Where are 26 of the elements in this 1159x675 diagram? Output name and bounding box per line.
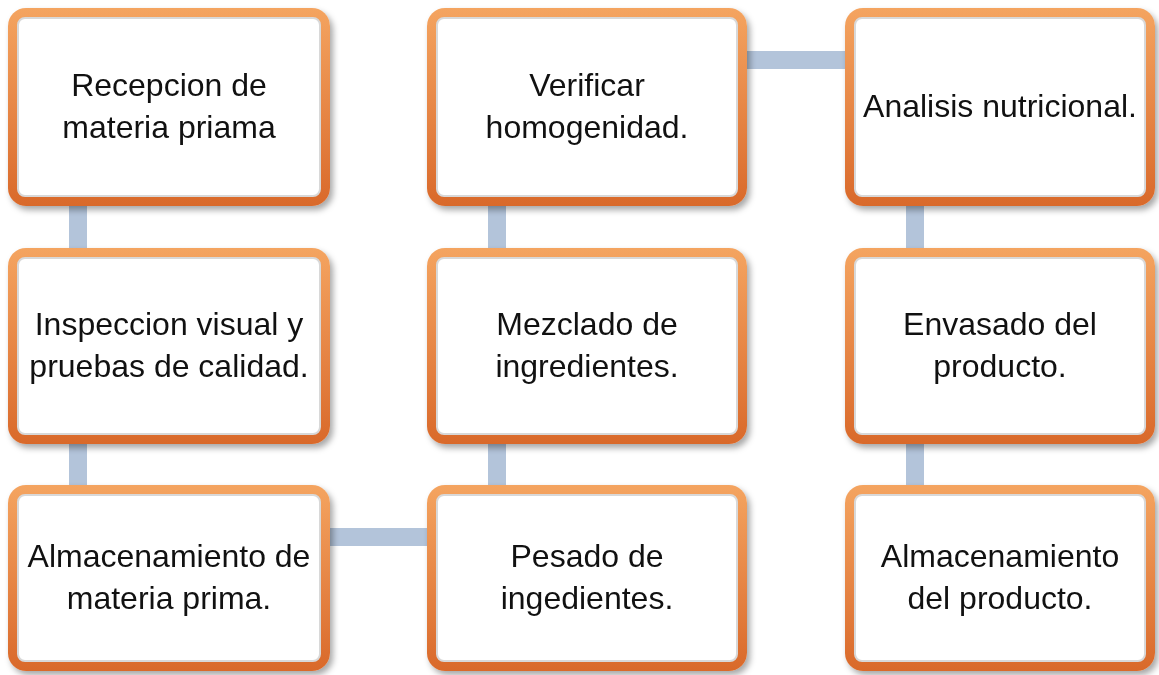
- process-box: [427, 248, 747, 444]
- connector-bar: [488, 206, 506, 248]
- connector-bar: [69, 444, 87, 485]
- step-text: Pesado de ingedientes.: [499, 537, 675, 618]
- process-box: [8, 248, 330, 444]
- process-box: [427, 485, 747, 671]
- step-text: Verificar homogenidad.: [484, 66, 690, 147]
- connector-bar: [747, 51, 845, 69]
- process-box: [8, 8, 330, 206]
- step-text: Almacenamiento del producto.: [879, 537, 1121, 618]
- connector-bar: [330, 528, 427, 546]
- step-text: Analisis nutricional.: [863, 87, 1137, 127]
- step-text: Recepcion de materia priama: [61, 66, 277, 147]
- process-box: [845, 8, 1155, 206]
- process-box: [845, 485, 1155, 671]
- connector-bar: [69, 206, 87, 248]
- step-text: Inspeccion visual y pruebas de calidad.: [28, 305, 310, 386]
- connector-bar: [488, 444, 506, 485]
- step-text: Almacenamiento de materia prima.: [26, 537, 312, 618]
- process-box: [427, 8, 747, 206]
- step-text: Mezclado de ingredientes.: [494, 305, 680, 386]
- connector-bar: [906, 206, 924, 248]
- process-box: [845, 248, 1155, 444]
- step-text: Envasado del producto.: [902, 305, 1098, 386]
- process-box: [8, 485, 330, 671]
- connector-bar: [906, 444, 924, 485]
